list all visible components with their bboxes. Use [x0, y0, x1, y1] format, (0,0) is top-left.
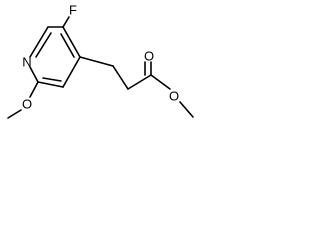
bond-ch2a-ch2b — [112, 65, 129, 90]
bond-ch2b-carbonyl — [127, 74, 152, 90]
bond-c2-o-methoxy — [29, 81, 39, 98]
bond-n1-c2 — [29, 66, 39, 83]
pyridine-ring — [29, 26, 81, 88]
bond-ester-o-methyl — [179, 101, 194, 118]
bond-c5-c4 — [62, 26, 81, 58]
ring-nitrogen-label: N — [22, 55, 31, 70]
chemical-structure-diagram: F N O O O — [7, 3, 194, 119]
bond-c3-c2 — [37, 81, 64, 88]
carbonyl-oxygen-label: O — [144, 49, 154, 64]
fluorine-atom-label: F — [69, 3, 77, 18]
bond-n1-c6 — [29, 26, 49, 58]
ester-oxygen-label: O — [169, 89, 179, 104]
bond-o-ch3-methoxy — [7, 109, 22, 119]
bond-carbonyl-ester-o — [150, 74, 171, 90]
bond-c3-c2-double — [42, 77, 62, 82]
bond-c4-c3 — [62, 56, 81, 88]
bond-n1-c6-double — [35, 32, 52, 58]
bond-c4-ch2a — [79, 56, 114, 67]
bond-c5-c4-double — [60, 33, 75, 58]
bond-c5-f — [62, 16, 70, 28]
methoxy-oxygen-label: O — [22, 97, 32, 112]
